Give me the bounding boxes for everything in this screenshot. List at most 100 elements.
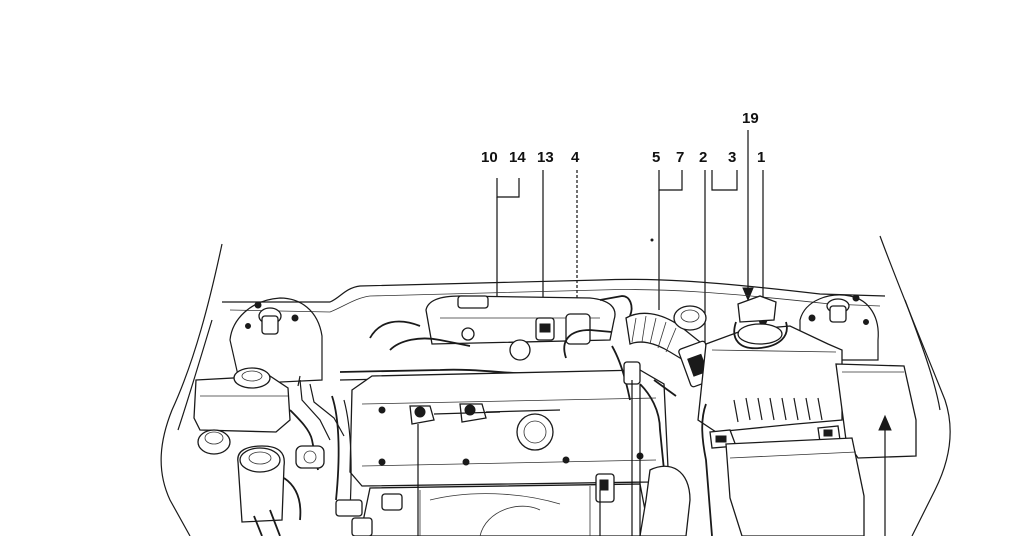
callout-4: 4	[571, 149, 580, 166]
reservoir-cap-inner	[241, 370, 263, 382]
bolt	[808, 314, 816, 322]
brake-line	[299, 379, 331, 441]
callout-1: 1	[757, 149, 765, 166]
cover-bolt	[378, 406, 386, 414]
reservoir-cap	[233, 367, 271, 389]
throttle-cable	[599, 295, 633, 317]
leader-5-7-bracket	[658, 170, 683, 191]
callout-19: 19	[742, 110, 759, 127]
rib	[781, 397, 787, 421]
breather-hose	[563, 329, 613, 359]
master-cylinder-port	[303, 450, 317, 464]
brake-hose	[289, 409, 319, 471]
hose-rib	[631, 317, 637, 343]
bolt	[254, 301, 262, 309]
battery-area	[701, 363, 917, 536]
vacuum-hose	[369, 320, 421, 339]
harness-connector	[335, 499, 363, 517]
arrow-up-icon	[878, 414, 892, 431]
harness-connector-3	[381, 493, 403, 511]
rib	[793, 397, 799, 421]
callout-14: 14	[509, 149, 526, 166]
rib	[805, 397, 811, 421]
wiring-harness-left-2	[343, 399, 352, 511]
coolant-hose	[611, 345, 631, 401]
battery-cable	[701, 403, 713, 536]
pcv-hose	[389, 337, 471, 351]
oil-filler-cap	[516, 413, 554, 451]
hose-rib	[649, 317, 657, 345]
map-sensor	[509, 339, 531, 361]
rib	[733, 399, 739, 423]
air-inlet-snorkel	[737, 295, 777, 323]
valve-cover-rib	[361, 397, 657, 405]
clip-tab	[715, 435, 727, 443]
plug-boot	[414, 406, 426, 418]
clutch-fluid-reservoir	[197, 429, 231, 455]
oil-filler-cap-ring	[523, 420, 547, 444]
lower-hose-left	[253, 515, 263, 536]
valve-cover	[349, 369, 669, 487]
power-steering-cap	[239, 447, 281, 473]
clamp-band	[733, 321, 788, 350]
right-strut-tower	[799, 294, 879, 361]
brake-line-2	[309, 383, 345, 437]
bolt	[852, 294, 860, 302]
callout-labels: 19 10 14 13 4 5 7 2 3 1	[481, 110, 765, 166]
battery	[725, 437, 865, 536]
left-fender-outline	[160, 243, 223, 536]
wiring-harness-left	[331, 395, 340, 501]
bolt	[863, 319, 869, 325]
sensor-connector	[539, 323, 551, 333]
rib	[817, 397, 823, 421]
connector-pin	[599, 479, 609, 491]
battery-top-edge	[729, 451, 857, 459]
fitting	[461, 327, 475, 341]
cowl-top	[222, 278, 886, 303]
bottom-leaders	[417, 380, 641, 536]
cover-bolt	[378, 458, 386, 466]
washer-fluid-cap	[673, 305, 707, 331]
harness-connector-2	[351, 517, 373, 536]
idle-control-valve	[565, 313, 591, 345]
callout-5: 5	[652, 149, 660, 166]
left-fender-inner	[177, 319, 213, 431]
air-cleaner	[697, 295, 843, 449]
power-steering-cap-inner	[248, 451, 272, 465]
rib	[757, 397, 763, 421]
stray-dot	[650, 238, 654, 242]
engine-bay-body	[160, 235, 951, 536]
leader-10-14-bracket	[496, 178, 520, 198]
brake-line-tip	[297, 375, 301, 387]
pulley-arc	[479, 505, 541, 536]
rib	[745, 397, 751, 421]
valve-cover-rib-2	[361, 459, 657, 467]
right-fender-outline	[879, 235, 951, 536]
air-intake	[595, 305, 718, 536]
left-strut-tower	[229, 297, 323, 385]
clutch-cap	[204, 431, 224, 445]
arrow-19-head	[742, 287, 754, 302]
right-fender-inner	[904, 299, 941, 411]
plug-wire-2	[485, 409, 561, 413]
lower-air-duct	[639, 465, 691, 536]
left-reservoirs	[193, 367, 345, 536]
small-hose	[653, 379, 677, 397]
clip-tab	[823, 429, 833, 437]
cover-bolt	[462, 458, 470, 466]
leader-3-bracket	[711, 170, 738, 191]
right-strut-mount	[829, 305, 847, 323]
timing-cover-curve	[429, 493, 561, 505]
washer-cap-inner	[680, 309, 700, 323]
callout-13: 13	[537, 149, 554, 166]
hose-rib	[657, 321, 667, 349]
hose-rib	[641, 315, 647, 343]
callout-2: 2	[699, 149, 707, 166]
heater-hose	[639, 383, 665, 471]
bolt	[291, 314, 299, 322]
brake-fluid-reservoir	[193, 375, 291, 433]
master-cylinder	[295, 445, 325, 469]
housing-seam	[711, 349, 837, 353]
steering-hose	[283, 477, 302, 521]
